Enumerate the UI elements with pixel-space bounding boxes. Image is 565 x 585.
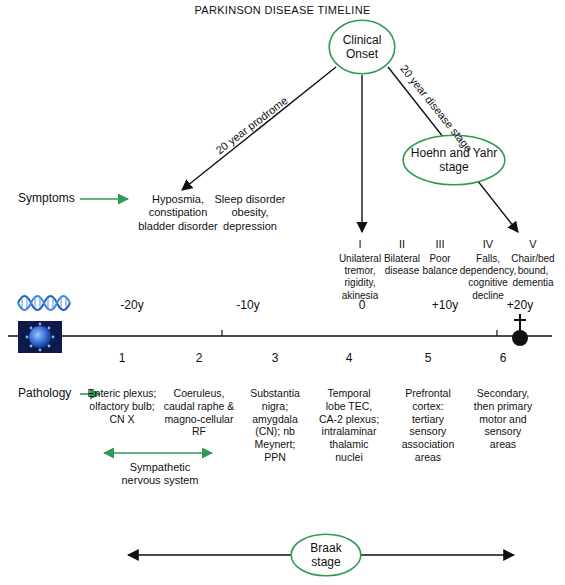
stage-number: I	[345, 238, 375, 251]
virus-spikes	[26, 323, 55, 352]
braak-number: 6	[493, 351, 513, 366]
year-mark: +20y	[498, 298, 542, 313]
sympathetic-range-arrow	[104, 452, 212, 454]
pathology-text: Secondary, then primary motor and sensor…	[472, 387, 534, 451]
symptoms-arrow	[80, 198, 128, 200]
year-mark: 0	[347, 298, 377, 313]
disease-stage-arrow	[388, 67, 518, 232]
onset-ellipse: Clinical Onset	[328, 19, 396, 75]
pathology-text: Temporal lobe TEC, CA-2 plexus; intralam…	[317, 387, 381, 464]
pathology-text: Prefrontal cortex: tertiary sensory asso…	[396, 387, 460, 464]
prodrome-arrow	[182, 67, 336, 190]
stage-ellipse: Braak stage	[290, 533, 362, 577]
braak-number: 1	[112, 351, 132, 366]
node-text-box: Braak stage	[290, 533, 362, 577]
stage-number: II	[387, 238, 417, 251]
year-mark: -20y	[110, 298, 154, 313]
dna-rungs	[22, 298, 66, 308]
node-text-box: Clinical Onset	[328, 19, 396, 75]
stage-number: IV	[473, 238, 503, 251]
stage-number: V	[518, 238, 548, 251]
axis-tick	[496, 330, 497, 336]
ellipse-shape	[329, 20, 395, 74]
node-label: Braak stage	[298, 541, 354, 570]
symptom-text: Bilateral disease	[377, 253, 427, 277]
symptom-text: Hyposmia, constipation bladder disorder	[132, 193, 224, 233]
system-label: Sympathetic nervous system	[118, 461, 202, 488]
stage-number: III	[425, 238, 455, 251]
diagram-title: PARKINSON DISEASE TIMELINE	[0, 4, 565, 16]
symptom-text: Unilateral tremor, rigidity, akinesia	[329, 253, 391, 302]
ellipse-shape	[291, 534, 361, 576]
row-heading: Symptoms	[18, 191, 88, 206]
symptom-text: Poor balance	[420, 253, 460, 277]
phase-label: 20 year prodrome	[196, 81, 308, 170]
pathology-text: Coeruleus, caudal raphe & magno-cellular…	[162, 387, 236, 438]
axis-tick	[221, 330, 222, 336]
symptom-text: Falls, dependency, cognitive decline	[458, 253, 518, 302]
virus-image-background	[18, 321, 62, 353]
timeline-axis	[8, 335, 552, 337]
braak-number: 4	[339, 351, 359, 366]
braak-number: 5	[418, 351, 438, 366]
pathology-text: Substantia nigra; amygdala (CN); nb Meyn…	[245, 387, 305, 464]
braak-number: 3	[265, 351, 285, 366]
node-label: Hoehn and Yahr stage	[410, 146, 498, 175]
death-marker	[512, 330, 528, 346]
node-label: Clinical Onset	[336, 33, 388, 62]
death-cross	[519, 314, 521, 331]
onset-arrow	[361, 75, 362, 232]
symptom-text: Chair/bed bound, dementia	[507, 253, 559, 290]
dna-strand	[18, 296, 70, 310]
virus-particle	[29, 326, 51, 348]
year-mark: -10y	[226, 298, 270, 313]
death-cross	[514, 319, 526, 321]
braak-number: 2	[189, 351, 209, 366]
row-heading: Pathology	[18, 386, 88, 401]
year-mark: +10y	[423, 298, 467, 313]
dna-strand	[18, 296, 70, 310]
pathology-text: Enteric plexus; olfactory bulb; CN X	[85, 387, 159, 425]
symptom-text: Sleep disorder obesity, depression	[208, 193, 292, 233]
